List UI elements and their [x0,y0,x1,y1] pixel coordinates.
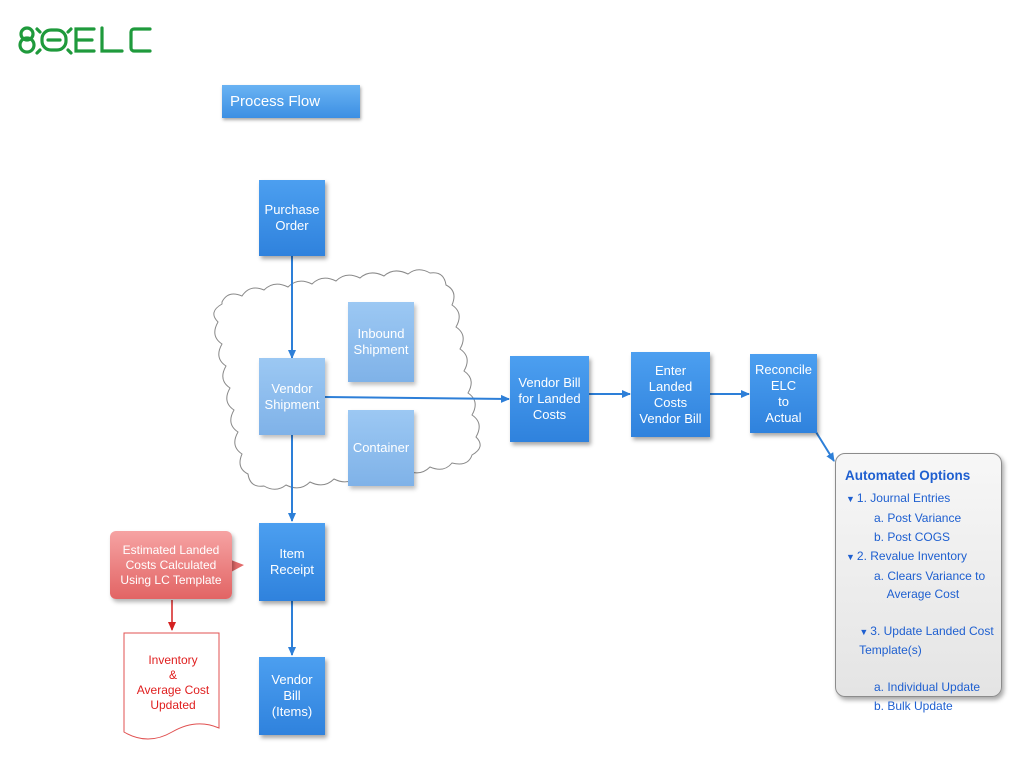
option-sub-item: b. Bulk Update [874,699,953,713]
option-label: 2. Revalue Inventory [856,549,967,563]
node-vendor-shipment: Vendor Shipment [259,358,325,435]
option-label: 3. Update Landed Cost Template(s) [859,624,994,657]
process-flow-title: Process Flow [222,85,360,118]
option-sub-item: a. Individual Update [874,680,981,694]
automated-options-panel: Automated Options ▼1. Journal Entries a.… [835,453,1002,713]
triangle-down-icon: ▼ [846,494,855,504]
option-sub-item: a. Clears Variance to Average Cost [874,569,986,601]
inventory-updated-text: Inventory & Average Cost Updated [136,652,210,712]
shipment-cloud-outline [213,269,481,490]
option-sub-item: b. Post COGS [874,530,951,544]
option-item: ▼1. Journal Entries [846,489,995,508]
node-reconcile-elc: Reconcile ELC to Actual [750,354,817,433]
elc-logo [18,24,168,56]
option-item: ▼3. Update Landed Cost Template(s) [846,604,995,677]
arrow-reconcile-to-options [815,431,835,462]
triangle-down-icon: ▼ [859,627,869,637]
option-label: 1. Journal Entries [856,491,951,505]
node-container: Container [348,410,414,486]
node-enter-landed-costs: Enter Landed Costs Vendor Bill [631,352,710,437]
inventory-document-outline [123,632,220,740]
note-pointer [231,560,244,572]
triangle-down-icon: ▼ [846,552,855,562]
estimated-landed-costs-note: Estimated Landed Costs Calculated Using … [110,531,232,599]
node-inbound-shipment: Inbound Shipment [348,302,414,382]
option-sub-item: a. Post Variance [874,511,962,525]
automated-options-title: Automated Options [845,468,971,483]
option-item: ▼2. Revalue Inventory [846,547,995,566]
node-item-receipt: Item Receipt [259,523,325,601]
node-vendor-bill-landed-costs: Vendor Bill for Landed Costs [510,356,589,442]
node-vendor-bill-items: Vendor Bill (Items) [259,657,325,735]
node-purchase-order: Purchase Order [259,180,325,256]
arrow-shipment-to-landed-bill [324,394,510,403]
